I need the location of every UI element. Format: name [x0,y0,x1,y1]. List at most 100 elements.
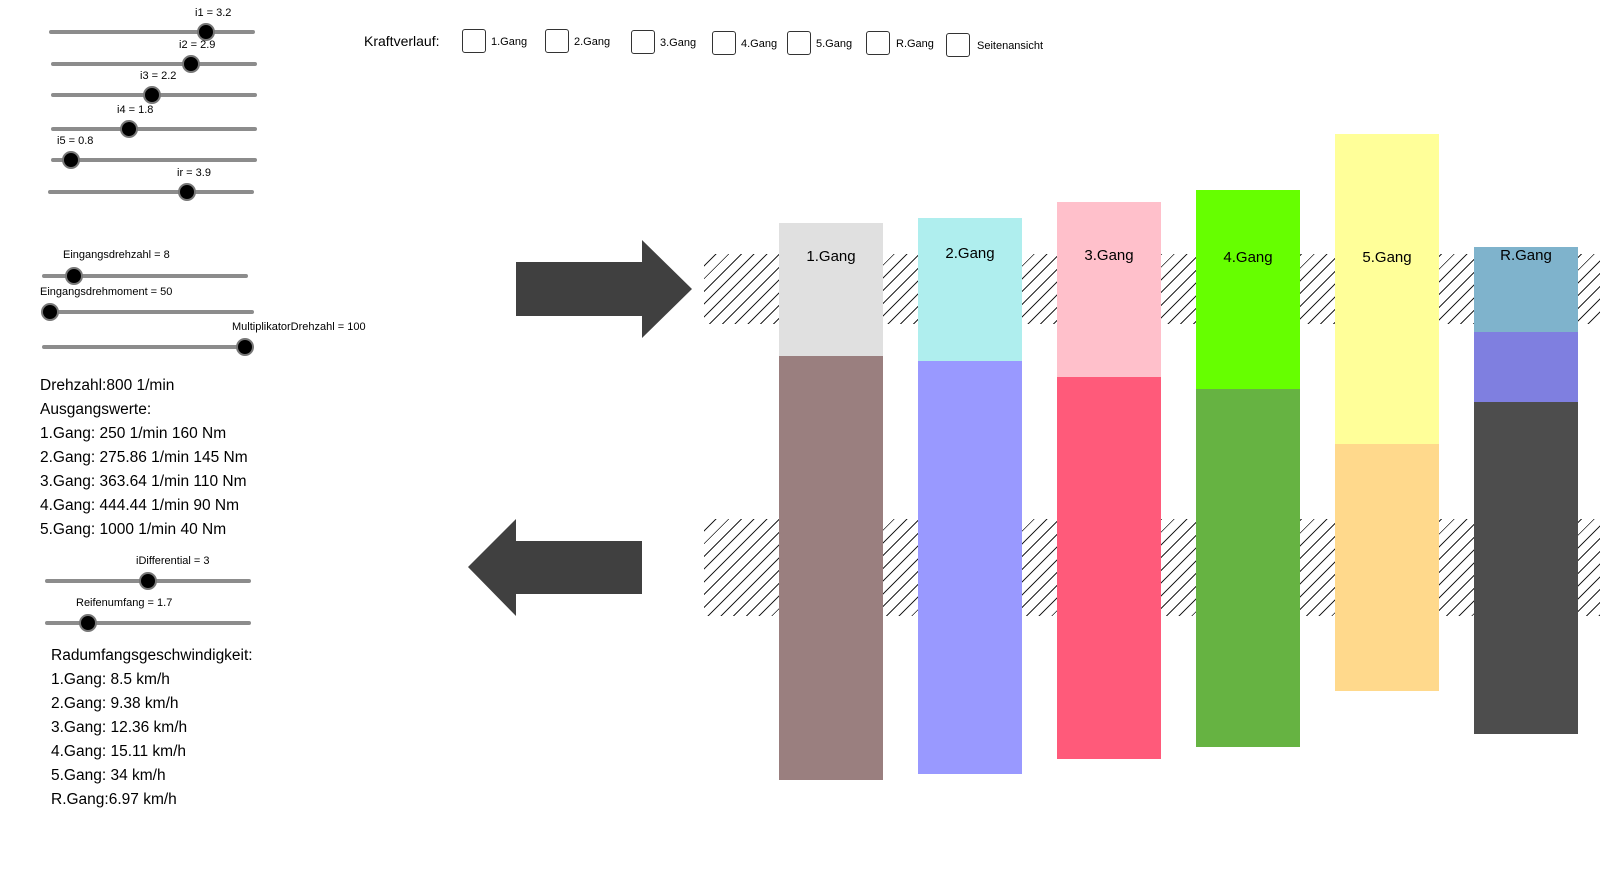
slider-track [42,310,254,314]
ausgangswerte-heading: Ausgangswerte: [40,401,152,418]
slider-eingangsdrehzahl[interactable] [42,266,248,286]
arrow-left-icon [468,519,642,616]
gear-3-driven [1057,377,1161,759]
checkbox-label-r-gang: R.Gang [896,38,934,50]
radumfang-4-gang: 4.Gang: 15.11 km/h [51,743,186,760]
slider-track [42,345,254,349]
slider-track [42,274,248,278]
slider-track [51,127,257,131]
slider-label-i4: i4 = 1.8 [117,104,154,116]
gear-label-1: 1.Gang [806,248,856,265]
radumfang-r-gang: R.Gang:6.97 km/h [51,791,177,808]
slider-eingangsdrehmoment[interactable] [41,302,254,322]
gear-r-driven [1474,402,1578,734]
gear-5-drive [1335,134,1439,444]
gear-r-drive [1474,247,1578,332]
slider-label-i5: i5 = 0.8 [57,135,94,147]
slider-label-reifenumfang: Reifenumfang = 1.7 [76,597,173,609]
checkbox-5-gang[interactable] [787,31,811,55]
ausgangswert-2-gang: 2.Gang: 275.86 1/min 145 Nm [40,449,248,466]
gear-4-driven [1196,389,1300,747]
slider-multiplikator[interactable] [42,337,254,357]
slider-i1[interactable] [49,22,255,42]
kraftverlauf-label: Kraftverlauf: [364,33,440,49]
arrow-right-icon [516,240,692,338]
slider-i5[interactable] [51,150,257,170]
checkbox-label-5-gang: 5.Gang [816,38,853,50]
slider-knob[interactable] [79,614,97,632]
checkbox-label-2-gang: 2.Gang [574,36,611,48]
gear-3-drive [1057,202,1161,377]
slider-label-i2: i2 = 2.9 [179,39,216,51]
checkbox-label-1-gang: 1.Gang [491,36,528,48]
gear-column-2: 2.Gang [918,218,1022,774]
checkbox-label-4-gang: 4.Gang [741,38,778,50]
arrow-right-shape [516,240,692,338]
ausgangswert-3-gang: 3.Gang: 363.64 1/min 110 Nm [40,473,247,490]
slider-knob[interactable] [143,86,161,104]
slider-reifenumfang[interactable] [45,613,251,633]
checkbox-r-gang[interactable] [866,31,890,55]
gear-column-3: 3.Gang [1057,202,1161,759]
slider-label-ir: ir = 3.9 [177,167,211,179]
ausgangswert-1-gang: 1.Gang: 250 1/min 160 Nm [40,425,227,442]
gear-label-3: 3.Gang [1084,247,1134,264]
gear-2-drive [918,218,1022,361]
radumfang-2-gang: 2.Gang: 9.38 km/h [51,695,179,712]
slider-knob[interactable] [139,572,157,590]
slider-i4[interactable] [51,119,257,139]
gear-4-drive [1196,190,1300,389]
gear-column-1: 1.Gang [779,223,883,780]
checkbox-label-seitenansicht: Seitenansicht [977,40,1044,52]
gear-label-5: 5.Gang [1362,249,1412,266]
gear-2-driven [918,361,1022,774]
slider-label-i3: i3 = 2.2 [140,70,177,82]
slider-label-multiplikator: MultiplikatorDrehzahl = 100 [232,321,366,333]
gear-label-2: 2.Gang [945,245,995,262]
slider-knob[interactable] [41,303,59,321]
slider-track [49,30,255,34]
gear-5-driven [1335,444,1439,691]
gear-r-idler [1474,332,1578,402]
checkbox-4-gang[interactable] [712,31,736,55]
slider-ir[interactable] [48,182,254,202]
arrow-left-shape [468,519,642,616]
gear-column-r: R.Gang [1474,247,1578,734]
slider-i3[interactable] [51,85,257,105]
gear-label-4: 4.Gang [1223,249,1273,266]
slider-knob[interactable] [65,267,83,285]
slider-i2[interactable] [51,54,257,74]
radumfang-1-gang: 1.Gang: 8.5 km/h [51,671,170,688]
slider-label-eingangsdrehzahl: Eingangsdrehzahl = 8 [63,249,170,261]
slider-knob[interactable] [236,338,254,356]
ausgangswert-5-gang: 5.Gang: 1000 1/min 40 Nm [40,521,227,538]
slider-idifferential[interactable] [45,571,251,591]
slider-knob[interactable] [197,23,215,41]
ausgangswert-4-gang: 4.Gang: 444.44 1/min 90 Nm [40,497,240,514]
gear-column-5: 5.Gang [1335,134,1439,691]
slider-label-i1: i1 = 3.2 [195,7,232,19]
slider-knob[interactable] [182,55,200,73]
radumfang-heading: Radumfangsgeschwindigkeit: [51,647,253,664]
radumfang-5-gang: 5.Gang: 34 km/h [51,767,166,784]
slider-track [51,158,257,162]
drehzahl-text: Drehzahl:800 1/min [40,377,175,394]
checkbox-seitenansicht[interactable] [946,33,970,57]
checkbox-2-gang[interactable] [545,29,569,53]
checkbox-1-gang[interactable] [462,29,486,53]
slider-track [48,190,254,194]
slider-label-eingangsdrehmoment: Eingangsdrehmoment = 50 [40,286,173,298]
radumfang-3-gang: 3.Gang: 12.36 km/h [51,719,188,736]
slider-label-idifferential: iDifferential = 3 [136,555,210,567]
slider-knob[interactable] [62,151,80,169]
gear-column-4: 4.Gang [1196,190,1300,747]
gear-label-r: R.Gang [1500,247,1552,264]
checkbox-label-3-gang: 3.Gang [660,37,697,49]
gear-1-drive [779,223,883,356]
slider-knob[interactable] [178,183,196,201]
checkbox-3-gang[interactable] [631,30,655,54]
slider-track [51,62,257,66]
gear-1-driven [779,356,883,780]
slider-knob[interactable] [120,120,138,138]
slider-track [45,621,251,625]
